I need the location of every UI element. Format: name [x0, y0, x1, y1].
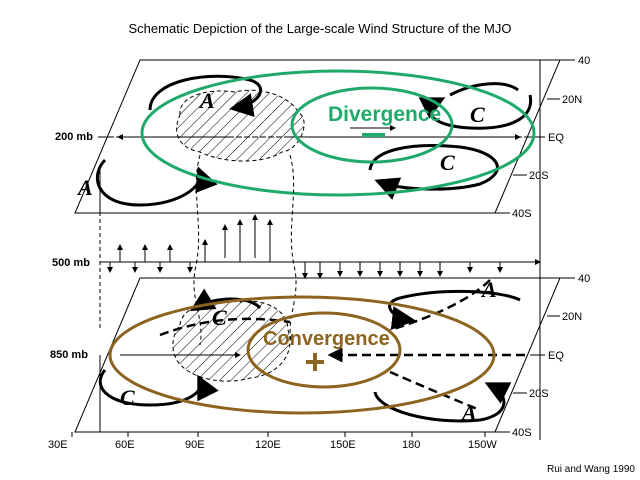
region-letter-lower-3: A: [480, 277, 497, 302]
lon-label-120E: 120E: [255, 439, 281, 451]
level-label-500mb: 500 mb: [52, 257, 90, 269]
region-letter-upper-2: A: [76, 175, 93, 200]
divergence-label: Divergence: [328, 103, 441, 126]
convection-cloud-upper: [176, 89, 305, 162]
region-letter-lower-1: C: [212, 305, 227, 330]
cyclone-upper-south: [368, 144, 499, 200]
lat-label-lower-20S: 20S: [529, 388, 549, 400]
level-label-200mb: 200 mb: [55, 131, 93, 143]
region-letter-upper-1: A: [198, 88, 215, 113]
convergence-outer-ellipse: [108, 295, 496, 415]
level-label-850mb: 850 mb: [50, 349, 88, 361]
lat-label-upper-40: 40: [578, 55, 590, 67]
lower-plane: C C A A Convergence: [74, 277, 575, 433]
lat-label-upper-20N: 20N: [562, 94, 582, 106]
diagram-title: Schematic Depiction of the Large-scale W…: [129, 21, 512, 36]
lon-label-150E: 150E: [330, 439, 356, 451]
region-letter-lower-2: C: [120, 385, 135, 410]
lat-label-lower-EQ: EQ: [548, 350, 564, 362]
lat-label-upper-EQ: EQ: [548, 132, 564, 144]
divergence-outer-ellipse: [140, 69, 536, 197]
lon-label-30E: 30E: [48, 439, 68, 451]
region-letter-lower-4: A: [460, 400, 477, 425]
lat-label-lower-40S: 40S: [512, 427, 532, 439]
lon-label-180: 180: [402, 439, 420, 451]
convergence-label: Convergence: [263, 328, 390, 350]
lon-label-60E: 60E: [115, 439, 135, 451]
anticyclone-upper-south: [95, 158, 218, 207]
divergence-inner-ellipse: [290, 86, 454, 164]
source-credit: Rui and Wang 1990: [547, 464, 635, 475]
lat-label-lower-40: 40: [578, 273, 590, 285]
lon-label-90E: 90E: [185, 439, 205, 451]
region-letter-upper-4: C: [440, 150, 455, 175]
convergence-plus-sign: [306, 353, 324, 371]
vertical-column: [99, 60, 541, 440]
lat-label-upper-40S: 40S: [512, 208, 532, 220]
cyclone-upper-north: [418, 94, 533, 130]
lon-label-150W: 150W: [468, 439, 497, 451]
anticyclone-lower-north: [388, 289, 521, 330]
upper-plane: A A C C Divergence: [74, 59, 575, 214]
region-letter-upper-3: C: [470, 102, 485, 127]
cyclone-lower-south: [98, 369, 219, 407]
level-500mb: [100, 259, 541, 279]
longitude-axis: 30E 60E 90E 120E 150E 180 150W: [48, 432, 497, 451]
lat-label-lower-20N: 20N: [562, 311, 582, 323]
lat-label-upper-20S: 20S: [529, 170, 549, 182]
convergence-inner-ellipse: [246, 311, 402, 389]
anticyclone-lower-south: [373, 382, 512, 423]
